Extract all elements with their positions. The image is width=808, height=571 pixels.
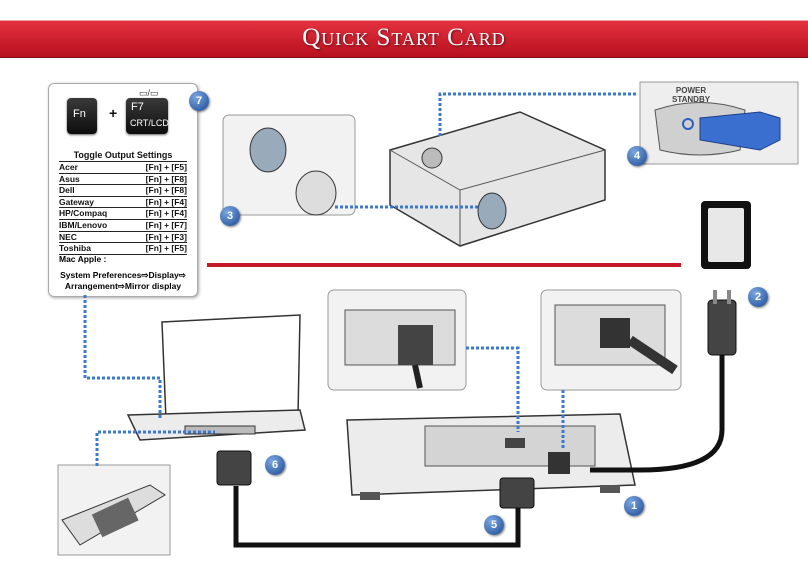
guide-line-vga [466, 346, 520, 432]
toggle-output-table: Toggle Output Settings Acer[Fn] + [F5] A… [59, 150, 187, 255]
table-row: Acer[Fn] + [F5] [59, 162, 187, 174]
power-cord [590, 290, 737, 473]
step-badge-4: 4 [627, 146, 647, 166]
laptop-illustration [126, 314, 306, 441]
guide-line-laptop [95, 430, 215, 466]
guide-line-card [83, 295, 162, 420]
table-row: HP/Compaq[Fn] + [F4] [59, 208, 187, 220]
mac-label: Mac Apple : [59, 254, 107, 264]
table-row: IBM/Lenovo[Fn] + [F7] [59, 219, 187, 232]
table-row: Toshiba[Fn] + [F5] [59, 243, 187, 255]
dual-screen-icon: ▭/▭ [139, 88, 159, 98]
power-inlet-inset [540, 289, 682, 391]
laptop-port-inset [57, 464, 171, 556]
table-row: Dell[Fn] + [F8] [59, 185, 187, 197]
plus-sign: + [109, 105, 118, 121]
title-banner: Quick Start Card [0, 20, 808, 58]
step-badge-5: 5 [484, 515, 504, 535]
projector-rear-illustration [346, 413, 636, 500]
mac-instructions: System Preferences⇨Display⇨ Arrangement⇨… [60, 270, 186, 291]
step-badge-1: 1 [624, 496, 644, 516]
lens-cap-inset [222, 114, 356, 216]
vga-port-inset [327, 289, 467, 391]
step-badge-3: 3 [220, 206, 240, 226]
page-title: Quick Start Card [302, 24, 506, 51]
step-badge-7: 7 [189, 91, 209, 111]
fn-key: Fn [67, 98, 97, 134]
vga-cable [216, 450, 535, 548]
f7-key: F7 CRT/LCD [126, 98, 169, 134]
table-row: Gateway[Fn] + [F4] [59, 196, 187, 209]
wall-outlet-icon [701, 201, 751, 269]
projector-top-illustration [389, 111, 606, 247]
section-divider [207, 263, 681, 267]
table-row: Asus[Fn] + [F8] [59, 173, 187, 186]
step-badge-2: 2 [748, 287, 768, 307]
power-button-inset [639, 81, 799, 165]
step-badge-6: 6 [265, 455, 285, 475]
table-row: NEC[Fn] + [F3] [59, 231, 187, 244]
toggle-output-card: Fn + ▭/▭ F7 CRT/LCD Toggle Output Settin… [48, 83, 198, 297]
guide-line-power [438, 92, 636, 138]
table-title: Toggle Output Settings [59, 150, 187, 162]
